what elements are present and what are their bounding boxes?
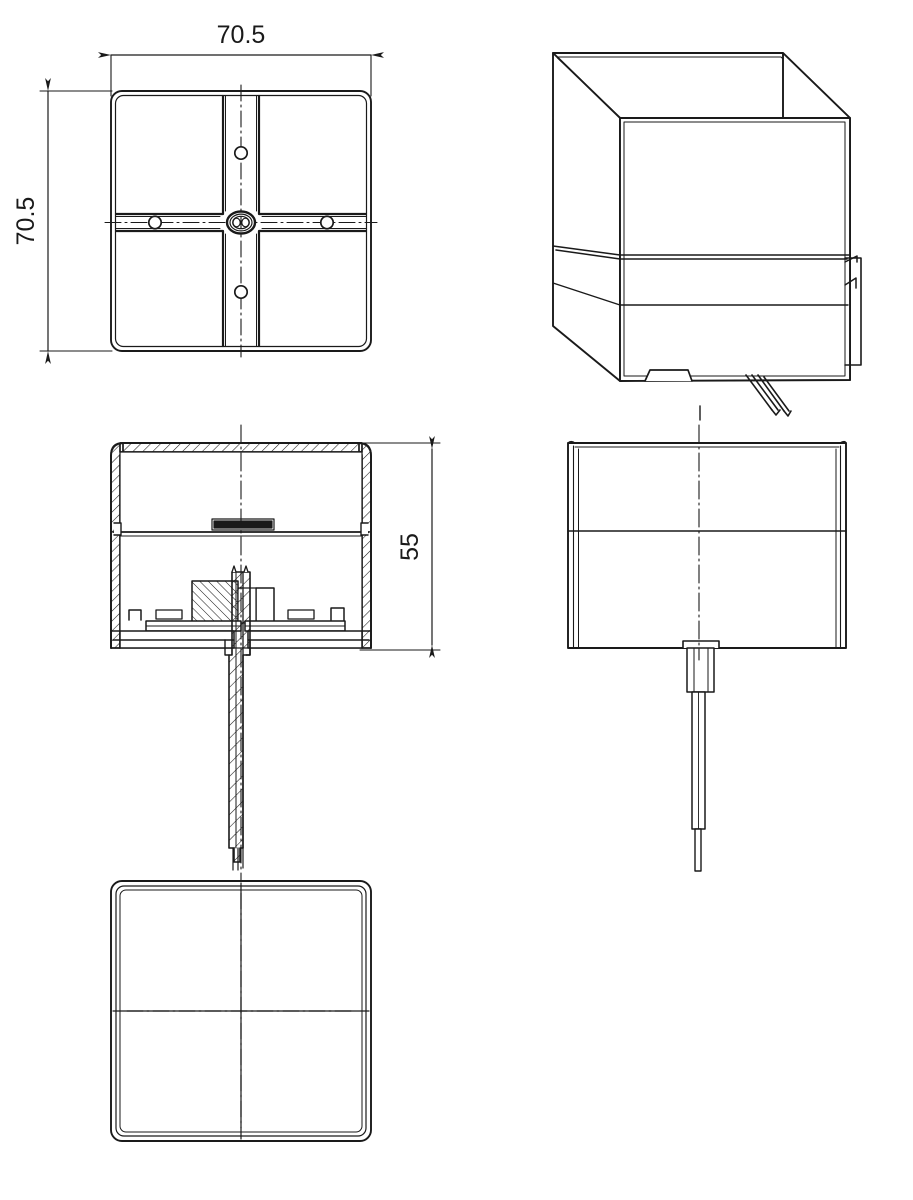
iso-lid-seam	[552, 245, 851, 260]
bottom-view-centerlines	[126, 892, 356, 1129]
section-standoff-left	[128, 609, 142, 621]
section-component-b	[287, 609, 315, 620]
mounting-hole-bottom	[233, 284, 249, 300]
section-latch-right	[360, 522, 369, 536]
side-body-outline	[567, 442, 847, 649]
mounting-hole-left	[147, 215, 163, 230]
top-view-cross-recess	[114, 94, 368, 348]
side-gland-shoulder	[682, 640, 720, 649]
view-section	[110, 424, 372, 881]
iso-bottom-notch	[644, 369, 693, 382]
section-latch-left	[113, 522, 122, 536]
section-threaded-shaft	[224, 565, 251, 871]
iso-clip-tab-lower	[844, 277, 857, 289]
iso-clip-tab-upper	[844, 255, 858, 263]
dimension-height-705: 70.5	[12, 78, 113, 364]
side-gland-body	[686, 647, 715, 693]
section-lid-tab	[213, 520, 273, 529]
dimension-width-705: 70.5	[98, 21, 384, 97]
pocket-upper-right	[257, 94, 368, 216]
dimension-label-height: 70.5	[12, 197, 40, 246]
pocket-lower-right	[257, 229, 368, 348]
section-block-right	[255, 587, 275, 624]
dimension-label-55: 55	[396, 533, 424, 561]
pocket-upper-left	[114, 94, 225, 216]
pocket-lower-left	[114, 229, 225, 348]
view-side	[567, 424, 847, 872]
side-wire-tip	[694, 828, 702, 872]
view-isometric	[552, 52, 862, 421]
iso-lead-wire	[745, 374, 792, 417]
dimension-label-width: 70.5	[217, 21, 266, 49]
section-lid-tab-outline	[211, 518, 275, 531]
section-coil-block	[191, 580, 239, 625]
center-screw	[225, 210, 257, 235]
iso-front-panel	[619, 117, 851, 382]
iso-front-panel-inner	[623, 121, 846, 377]
dimension-depth-55: 55	[359, 436, 441, 658]
mounting-hole-right	[319, 215, 335, 230]
mounting-hole-top	[233, 145, 249, 161]
section-outer-outline	[110, 442, 372, 649]
iso-lid-seam-2	[552, 282, 849, 306]
side-top-chamfer	[567, 440, 847, 444]
section-standoff-right	[330, 607, 345, 621]
top-view-rib-lines	[115, 95, 367, 347]
view-top	[104, 84, 378, 358]
section-component-a	[155, 609, 183, 620]
view-bottom	[110, 880, 372, 1142]
